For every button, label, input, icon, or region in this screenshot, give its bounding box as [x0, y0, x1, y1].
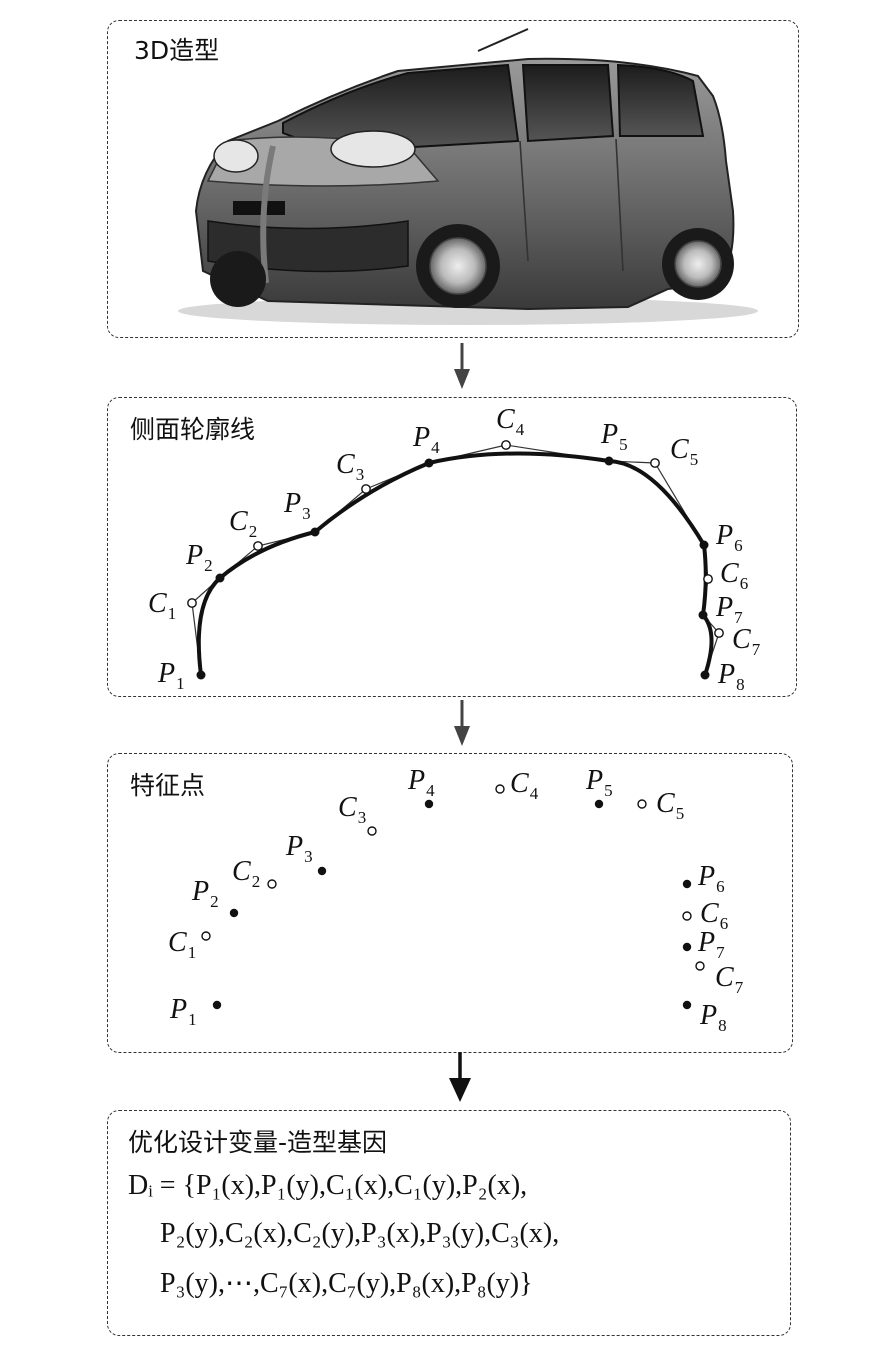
panel-design-variables: 优化设计变量-造型基因 [107, 1110, 791, 1336]
label-c3: C3 [336, 449, 364, 484]
control-point-c7 [714, 628, 724, 638]
feature-anchor-p1 [212, 1000, 222, 1010]
label-p8: P8 [717, 659, 745, 694]
profile-curve [196, 451, 714, 676]
anchor-point-p4 [424, 458, 434, 468]
label-c4: C4 [496, 404, 525, 439]
feature-label-c4: C4 [510, 768, 539, 803]
label-c5: C5 [670, 434, 698, 469]
anchor-point-p5 [604, 456, 614, 466]
feature-anchor-p7 [682, 942, 692, 952]
feature-label-c1: C1 [168, 927, 196, 962]
anchor-point-p2 [215, 573, 225, 583]
formula-line-3: P₃(y),⋯,C₇(x),C₇(y),P₈(x),P₈(y)} [160, 1268, 533, 1299]
label-p1: P1 [157, 658, 185, 693]
control-point-c4 [501, 440, 511, 450]
anchor-point-p8 [700, 670, 710, 680]
feature-label-p1: P1 [169, 994, 197, 1029]
feature-label-p6: P6 [697, 861, 725, 896]
label-c1: C1 [148, 588, 176, 623]
control-point-c1 [187, 598, 197, 608]
feature-label-c5: C5 [656, 788, 684, 823]
panel-title-profile: 侧面轮廓线 [130, 415, 256, 444]
anchor-point-p1 [196, 670, 206, 680]
feature-anchor-p6 [682, 879, 692, 889]
control-point-c6 [703, 574, 713, 584]
feature-anchor-p2 [229, 908, 239, 918]
feature-anchor-p8 [682, 1000, 692, 1010]
label-p6: P6 [715, 520, 743, 555]
car-photo [178, 28, 758, 325]
arrow-down-2 [454, 700, 470, 746]
label-p5: P5 [600, 419, 628, 454]
anchor-point-p6 [699, 540, 709, 550]
feature-control-c3 [367, 826, 377, 836]
feature-label-c3: C3 [338, 792, 366, 827]
feature-anchor-p5 [594, 799, 604, 809]
feature-control-c5 [637, 799, 647, 809]
formula-line-2: P₂(y),C₂(x),C₂(y),P₃(x),P₃(y),C₃(x), [160, 1218, 560, 1249]
control-point-c5 [650, 458, 660, 468]
label-c2: C2 [229, 506, 257, 541]
formula-line-1: Dᵢ = {P₁(x),P₁(y),C₁(x),C₁(y),P₂(x), [128, 1170, 528, 1201]
panel-3d-model: 3D造型 [107, 20, 799, 338]
panel-title-variables: 优化设计变量-造型基因 [128, 1128, 388, 1157]
label-p7: P7 [715, 592, 743, 627]
label-c7: C7 [732, 624, 761, 659]
feature-label-p5: P5 [585, 765, 613, 800]
feature-label-c2: C2 [232, 856, 260, 891]
control-polygon [191, 444, 720, 676]
label-p2: P2 [185, 540, 213, 575]
feature-anchor-p3 [317, 866, 327, 876]
feature-control-c1 [201, 931, 211, 941]
feature-control-c7 [695, 961, 705, 971]
feature-control-c6 [682, 911, 692, 921]
arrow-down-3 [449, 1052, 471, 1102]
feature-control-c4 [495, 784, 505, 794]
arrow-down-1 [454, 343, 470, 389]
panel-title-points: 特征点 [130, 771, 206, 800]
feature-control-c2 [267, 879, 277, 889]
label-c6: C6 [720, 558, 748, 593]
feature-label-p4: P4 [407, 765, 435, 800]
label-p3: P3 [283, 488, 311, 523]
anchor-point-p7 [698, 610, 708, 620]
panel-title-3d: 3D造型 [134, 36, 220, 65]
feature-label-p3: P3 [285, 831, 313, 866]
feature-label-c7: C7 [715, 962, 744, 997]
control-point-c2 [253, 541, 263, 551]
feature-anchor-p4 [424, 799, 434, 809]
control-point-c3 [361, 484, 371, 494]
feature-label-p8: P8 [699, 1000, 727, 1035]
anchor-point-p3 [310, 527, 320, 537]
label-p4: P4 [412, 422, 440, 457]
feature-label-p2: P2 [191, 876, 219, 911]
